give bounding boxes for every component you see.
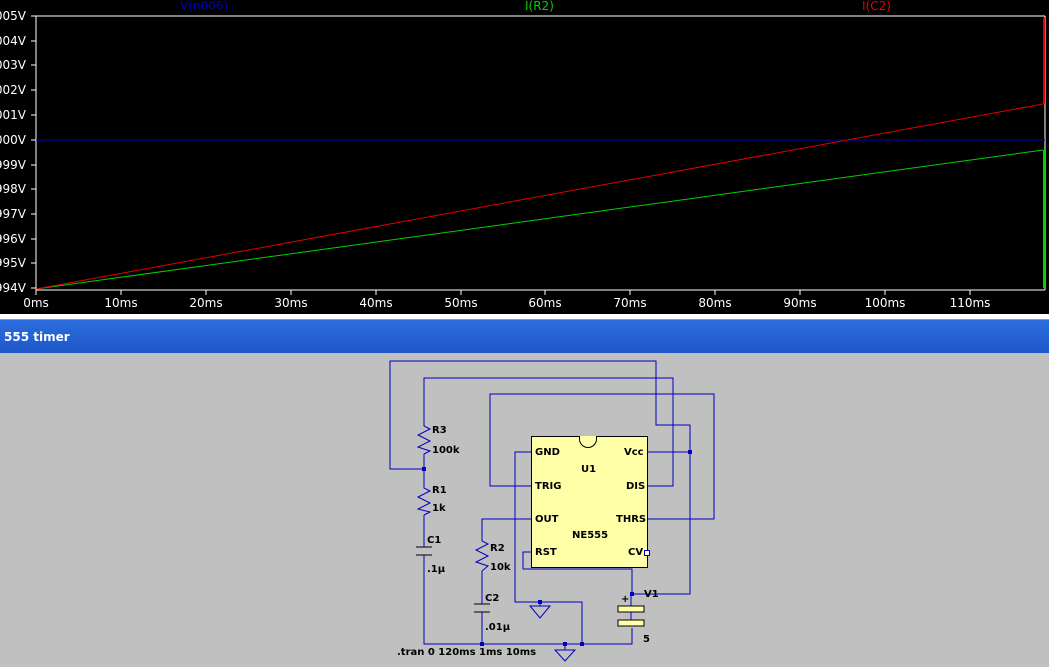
x-tick-label: 90ms (783, 296, 817, 310)
r2-value[interactable]: 10k (490, 562, 511, 573)
trace-i-c2[interactable] (35, 103, 1044, 290)
pin-vcc: Vcc (624, 447, 644, 458)
v1-value[interactable]: 5 (643, 634, 650, 645)
trace-label-i-c2[interactable]: I(C2) (862, 0, 891, 13)
x-tick-label: 70ms (613, 296, 647, 310)
x-tick-label: 0ms (23, 296, 49, 310)
x-tick-label: 60ms (528, 296, 562, 310)
y-tick-label: 001V (0, 108, 26, 122)
x-tick-label: 110ms (949, 296, 991, 310)
pin-cv: CV (628, 547, 644, 558)
c2-value[interactable]: .01µ (485, 622, 511, 633)
trace-i-r2[interactable] (35, 149, 1044, 290)
cv-pin-marker (644, 550, 650, 556)
pin-thrs: THRS (616, 514, 647, 525)
waveform-pane[interactable]: V(n006) I(R2) I(C2) 005V 004V 003V 002V … (0, 0, 1049, 314)
r1-ref[interactable]: R1 (432, 485, 447, 496)
x-tick-label: 10ms (104, 296, 138, 310)
y-tick-label: 998V (0, 182, 26, 196)
r1-value[interactable]: 1k (432, 503, 446, 514)
x-tick-label: 30ms (274, 296, 308, 310)
pin-trig: TRIG (535, 481, 562, 492)
chip-notch (579, 436, 597, 448)
pane-splitter[interactable] (0, 314, 1049, 319)
c1-ref[interactable]: C1 (427, 535, 442, 546)
y-tick-label: 000V (0, 133, 26, 147)
y-tick-label: 005V (0, 9, 26, 23)
junction-dots (422, 450, 692, 646)
y-ticks (31, 15, 36, 289)
waveform-plot[interactable] (0, 0, 1049, 314)
v1-plus: + (621, 594, 630, 605)
pin-rst: RST (535, 547, 557, 558)
r2-ref[interactable]: R2 (490, 543, 505, 554)
trace-label-v-n006[interactable]: V(n006) (180, 0, 229, 13)
chip-ref: U1 (581, 464, 597, 475)
y-tick-label: 996V (0, 232, 26, 246)
chip-model: NE555 (572, 530, 609, 541)
y-tick-label: 995V (0, 256, 26, 270)
y-tick-label: 999V (0, 158, 26, 172)
v1-ref[interactable]: V1 (644, 589, 659, 600)
capacitor-plates (416, 546, 490, 613)
schematic-title: 555 timer (4, 330, 70, 344)
c2-ref[interactable]: C2 (485, 593, 500, 604)
pin-dis: DIS (626, 481, 646, 492)
schematic-canvas[interactable] (0, 353, 1049, 667)
y-tick-label: 004V (0, 34, 26, 48)
ne555-chip[interactable] (531, 436, 650, 568)
ground-symbols (528, 605, 577, 662)
battery-v1[interactable] (617, 594, 645, 627)
x-tick-label: 40ms (359, 296, 393, 310)
pin-gnd: GND (535, 447, 560, 458)
x-tick-label: 50ms (444, 296, 478, 310)
x-ticks (35, 290, 971, 295)
x-tick-label: 80ms (698, 296, 732, 310)
schematic-titlebar[interactable]: 555 timer (0, 319, 1049, 353)
spice-directive[interactable]: .tran 0 120ms 1ms 10ms (397, 647, 537, 658)
pin-out: OUT (535, 514, 559, 525)
y-tick-label: 997V (0, 207, 26, 221)
trace-label-i-r2[interactable]: I(R2) (525, 0, 554, 13)
x-tick-label: 100ms (864, 296, 906, 310)
r3-ref[interactable]: R3 (432, 425, 447, 436)
r3-value[interactable]: 100k (432, 445, 460, 456)
x-tick-label: 20ms (189, 296, 223, 310)
y-tick-label: 003V (0, 58, 26, 72)
c1-value[interactable]: .1µ (427, 564, 446, 575)
y-tick-label: 994V (0, 281, 26, 295)
y-tick-label: 002V (0, 83, 26, 97)
